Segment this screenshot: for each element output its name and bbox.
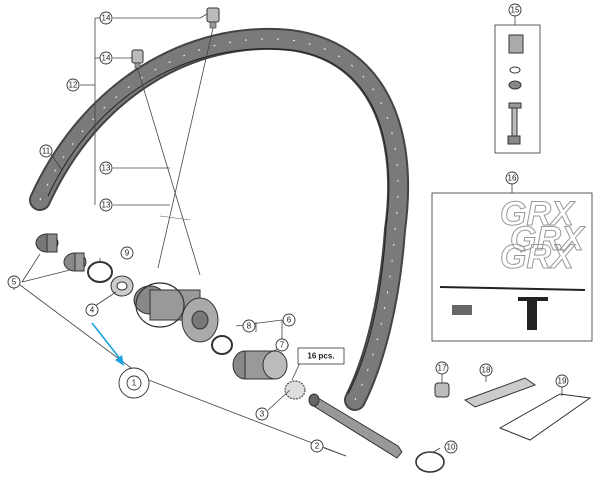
callout-3-label: 3 [260, 410, 265, 419]
spoke-nipple-top [206, 7, 220, 29]
decal-box: GRX GRX GRX [431, 192, 593, 342]
pawl-ring [284, 380, 306, 400]
freehub-body [232, 350, 288, 380]
freehub-seal-8 [211, 335, 233, 355]
decal-grx-1: GRX [500, 195, 576, 233]
callout-16[interactable]: 16 [505, 171, 519, 185]
callout-13-upper-label: 13 [102, 164, 111, 173]
callout-14-upper[interactable]: 14 [99, 11, 113, 25]
callout-14-lower-label: 14 [102, 54, 111, 63]
callout-18-label: 18 [482, 366, 491, 375]
callout-17-label: 17 [438, 364, 447, 373]
callout-8[interactable]: 8 [242, 319, 256, 333]
valve-box [494, 24, 541, 154]
quantity-label: 16 pcs. [297, 347, 345, 365]
callout-16-label: 16 [508, 174, 517, 183]
dust-cap-left [63, 252, 87, 272]
callout-6[interactable]: 6 [282, 313, 296, 327]
callout-10-label: 10 [447, 443, 456, 452]
callout-5-label: 5 [12, 278, 17, 287]
o-ring-10 [415, 451, 445, 473]
callout-13-lower-label: 13 [102, 201, 111, 210]
callout-13-lower[interactable]: 13 [99, 198, 113, 212]
spacer-4 [110, 275, 134, 297]
callout-6-label: 6 [287, 316, 292, 325]
callout-4-label: 4 [90, 306, 95, 315]
axle [308, 393, 403, 459]
callout-9[interactable]: 9 [120, 246, 134, 260]
callout-12-label: 12 [69, 81, 78, 90]
callout-8-label: 8 [247, 322, 252, 331]
callout-14-upper-label: 14 [102, 14, 111, 23]
callout-10[interactable]: 10 [444, 440, 458, 454]
callout-3[interactable]: 3 [255, 407, 269, 421]
callout-1[interactable]: 1 [118, 367, 150, 399]
callout-17[interactable]: 17 [435, 361, 449, 375]
callout-9-label: 9 [125, 249, 130, 258]
callout-11[interactable]: 11 [39, 144, 53, 158]
seal-ring-9 [87, 261, 113, 283]
rim [29, 28, 410, 411]
callout-15[interactable]: 15 [508, 3, 522, 17]
callout-7-label: 7 [280, 341, 285, 350]
decal-grx-2: GRX [510, 220, 586, 258]
callout-11-label: 11 [42, 147, 51, 156]
lock-nut-left [35, 233, 59, 253]
callout-2-label: 2 [315, 442, 320, 451]
part-18 [463, 377, 537, 408]
hub-body [133, 282, 219, 343]
callout-4[interactable]: 4 [85, 303, 99, 317]
callout-2[interactable]: 2 [310, 439, 324, 453]
callout-7[interactable]: 7 [275, 338, 289, 352]
callout-19[interactable]: 19 [555, 374, 569, 388]
callout-13-upper[interactable]: 13 [99, 161, 113, 175]
part-19-tape [498, 393, 592, 441]
part-17 [434, 382, 450, 398]
quantity-text: 16 pcs. [307, 352, 334, 361]
callout-1-label: 1 [132, 379, 137, 388]
callout-15-label: 15 [511, 6, 520, 15]
callout-18[interactable]: 18 [479, 363, 493, 377]
callout-5[interactable]: 5 [7, 275, 21, 289]
highlight-arrow [91, 322, 124, 366]
callout-19-label: 19 [558, 377, 567, 386]
spokes [137, 27, 214, 276]
callout-12[interactable]: 12 [66, 78, 80, 92]
callout-14-lower[interactable]: 14 [99, 51, 113, 65]
decal-grx-3: GRX [500, 238, 576, 276]
spoke-nipple-left [131, 49, 144, 69]
